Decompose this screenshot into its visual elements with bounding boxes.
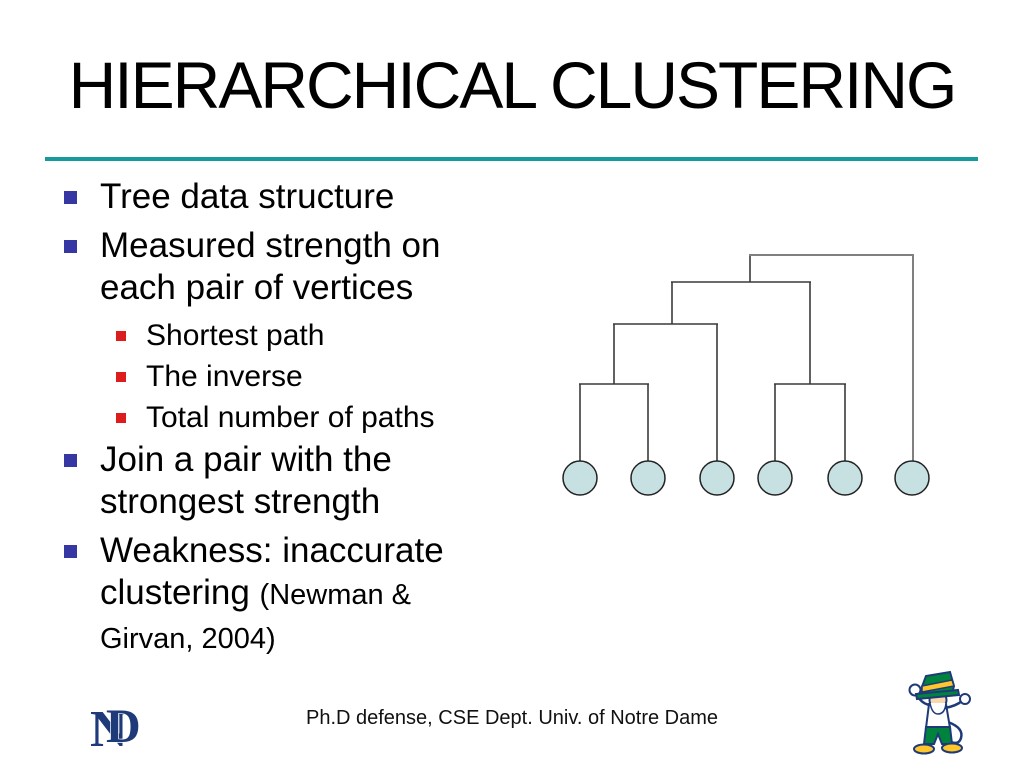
bullet-text-segment: Tree data structure	[100, 177, 395, 216]
bullet-text-segment: strongest strength	[100, 482, 381, 521]
bullet-text-segment: Weakness: inaccurate	[100, 531, 444, 570]
bullet-item: Shortest path	[116, 316, 504, 356]
bullet-text-line: Total number of paths	[146, 398, 504, 438]
bullet-text-segment: clustering	[100, 573, 260, 612]
bullet-text-line: The inverse	[146, 357, 504, 397]
square-bullet-blue-icon	[64, 545, 77, 558]
leaf-node-circle	[562, 460, 598, 496]
square-bullet-red-icon	[116, 413, 126, 423]
footer-caption: Ph.D defense, CSE Dept. Univ. of Notre D…	[305, 707, 719, 729]
bullet-item: Total number of paths	[116, 398, 504, 438]
dendrogram-diagram	[562, 254, 930, 496]
mascot-shoe-right	[941, 742, 963, 754]
leaf-node-circle	[827, 460, 863, 496]
bullet-text-line: each pair of vertices	[100, 267, 504, 309]
nd-monogram-logo: ND	[89, 699, 141, 754]
bullet-text-segment: Girvan, 2004)	[100, 623, 276, 655]
leaf-node-circle	[630, 460, 666, 496]
bullet-text-line: clustering (Newman &	[100, 572, 504, 616]
nd-monogram-letter: N	[90, 701, 128, 754]
bullet-text-line: Measured strength on	[100, 225, 504, 267]
bullet-text: The inverse	[146, 357, 504, 397]
bullet-text-segment: Shortest path	[146, 319, 325, 352]
mascot-arm-forward	[943, 699, 964, 710]
mascot-hat-band	[921, 679, 955, 693]
bullet-text: Shortest path	[146, 316, 504, 356]
bullet-text-segment: Measured strength on	[100, 226, 441, 265]
leaf-node-circle	[757, 460, 793, 496]
leprechaun-mascot-icon	[908, 670, 971, 755]
leaf-node-circle	[894, 460, 930, 496]
mascot-pants	[922, 726, 954, 745]
nd-monogram-letter: D	[106, 700, 141, 753]
bullet-text: Tree data structure	[100, 176, 504, 218]
bullet-item: The inverse	[116, 357, 504, 397]
title-divider-rule	[45, 157, 978, 161]
square-bullet-red-icon	[116, 372, 126, 382]
slide-title: HIERARCHICAL CLUSTERING	[68, 48, 958, 122]
bullet-text-segment: The inverse	[146, 360, 303, 393]
bullet-text-line: Join a pair with the	[100, 439, 504, 481]
square-bullet-red-icon	[116, 331, 126, 341]
square-bullet-blue-icon	[64, 191, 77, 204]
bullet-text-line: Shortest path	[146, 316, 504, 356]
square-bullet-blue-icon	[64, 240, 77, 253]
bullet-text-segment: Total number of paths	[146, 401, 435, 434]
mascot-beard	[929, 702, 947, 715]
mascot-hat-brim	[914, 688, 961, 701]
bullet-text-line: Girvan, 2004)	[100, 616, 504, 660]
bullet-text: Total number of paths	[146, 398, 504, 438]
mascot-shoe-left	[913, 743, 935, 755]
bullet-item: Tree data structure	[64, 176, 504, 218]
mascot-fist-forward	[959, 693, 971, 705]
bullet-text-segment: Join a pair with the	[100, 440, 392, 479]
bullet-text-segment: (Newman &	[259, 579, 412, 611]
bullet-text-line: Weakness: inaccurate	[100, 530, 504, 572]
square-bullet-blue-icon	[64, 454, 77, 467]
bullet-text-segment: each pair of vertices	[100, 268, 414, 307]
bullet-text-line: Tree data structure	[100, 176, 504, 218]
bullet-text-line: strongest strength	[100, 481, 504, 523]
leaf-node-circle	[699, 460, 735, 496]
